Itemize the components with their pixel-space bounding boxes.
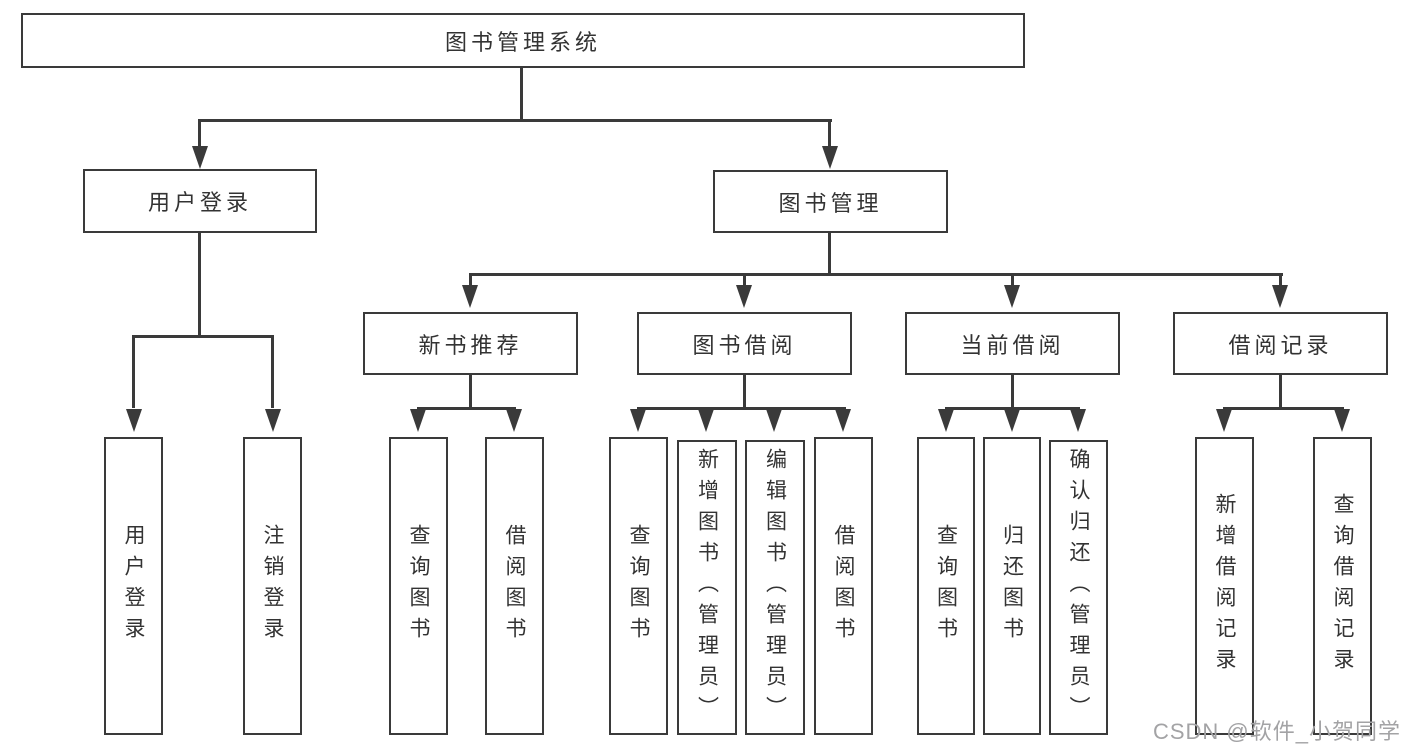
leaf-borrow-query-books-label: 查询图书 <box>627 524 650 648</box>
connector-recommend-down <box>469 375 472 407</box>
connector-stub-leaf-logout <box>271 335 274 408</box>
arrowhead-borrow-query <box>630 409 646 432</box>
arrowhead-recommend-query <box>410 409 426 432</box>
node-user-login-label: 用户登录 <box>147 190 252 215</box>
leaf-user-login: 用户登录 <box>104 437 163 735</box>
connector-level2-bar <box>198 119 832 122</box>
leaf-edit-books-admin-label: 编辑图书（管理员） <box>763 448 787 727</box>
leaf-query-borrow-record-label: 查询借阅记录 <box>1331 493 1354 679</box>
leaf-current-query-books-label: 查询图书 <box>934 524 958 648</box>
arrowhead-records-query <box>1334 409 1350 432</box>
leaf-add-books-admin: 新增图书（管理员） <box>677 440 737 735</box>
arrowhead-current-confirm <box>1070 409 1086 432</box>
leaf-user-login-label: 用户登录 <box>122 524 145 648</box>
arrowhead-current-return <box>1004 409 1020 432</box>
arrowhead-current <box>1004 285 1020 308</box>
arrowhead-leaf-login <box>126 409 142 432</box>
connector-level3-bar <box>469 273 1283 276</box>
node-current-borrow-label: 当前借阅 <box>960 332 1065 358</box>
node-book-management-label: 图书管理 <box>778 190 883 216</box>
arrowhead-borrow-borrow <box>835 409 851 432</box>
arrowhead-book-management <box>822 146 838 169</box>
node-new-book-recommend: 新书推荐 <box>363 312 578 375</box>
connector-stub-user-login <box>198 119 201 148</box>
arrowhead-borrow-edit <box>766 409 782 432</box>
arrowhead-recommend <box>462 285 478 308</box>
connector-user-bar <box>132 335 274 338</box>
connector-records-bar <box>1223 407 1344 410</box>
arrowhead-user-login <box>192 146 208 169</box>
connector-stub-current <box>1011 273 1014 286</box>
leaf-logout: 注销登录 <box>243 437 302 735</box>
leaf-query-borrow-record: 查询借阅记录 <box>1313 437 1372 735</box>
connector-root-down <box>520 68 523 119</box>
csdn-watermark: CSDN @软件_小贺同学 <box>1152 719 1401 744</box>
connector-recommend-bar <box>417 407 516 410</box>
leaf-add-borrow-record-label: 新增借阅记录 <box>1213 493 1236 679</box>
leaf-return-books: 归还图书 <box>983 437 1041 735</box>
connector-current-down <box>1011 375 1014 407</box>
arrowhead-borrow-add <box>698 409 714 432</box>
leaf-recommend-query-books-label: 查询图书 <box>407 524 430 648</box>
leaf-edit-books-admin: 编辑图书（管理员） <box>745 440 805 735</box>
connector-current-bar <box>945 407 1080 410</box>
connector-stub-recommend <box>469 273 472 286</box>
connector-records-down <box>1279 375 1282 407</box>
leaf-add-borrow-record: 新增借阅记录 <box>1195 437 1254 735</box>
leaf-logout-label: 注销登录 <box>261 524 284 648</box>
node-book-borrow: 图书借阅 <box>637 312 852 375</box>
arrowhead-records-add <box>1216 409 1232 432</box>
connector-borrow-down <box>743 375 746 407</box>
leaf-add-books-admin-label: 新增图书（管理员） <box>695 448 719 727</box>
arrowhead-current-query <box>938 409 954 432</box>
node-current-borrow: 当前借阅 <box>905 312 1120 375</box>
arrowhead-records <box>1272 285 1288 308</box>
node-new-book-recommend-label: 新书推荐 <box>418 332 523 358</box>
connector-stub-records <box>1279 273 1282 286</box>
leaf-recommend-query-books: 查询图书 <box>389 437 448 735</box>
connector-stub-book-management <box>828 119 831 148</box>
leaf-borrow-books-label: 借阅图书 <box>832 524 855 648</box>
node-book-borrow-label: 图书借阅 <box>692 332 797 358</box>
leaf-borrow-query-books: 查询图书 <box>609 437 668 735</box>
connector-user-down <box>198 233 201 335</box>
arrowhead-recommend-borrow <box>506 409 522 432</box>
leaf-recommend-borrow-books: 借阅图书 <box>485 437 544 735</box>
connector-mgmt-down <box>828 233 831 273</box>
leaf-return-books-label: 归还图书 <box>1000 524 1024 648</box>
leaf-confirm-return-admin: 确认归还（管理员） <box>1049 440 1108 735</box>
connector-stub-borrow <box>743 273 746 286</box>
node-borrow-records: 借阅记录 <box>1173 312 1388 375</box>
leaf-borrow-books: 借阅图书 <box>814 437 873 735</box>
connector-borrow-bar <box>637 407 846 410</box>
leaf-recommend-borrow-books-label: 借阅图书 <box>503 524 526 648</box>
node-borrow-records-label: 借阅记录 <box>1228 332 1333 358</box>
node-root-label: 图书管理系统 <box>444 29 601 55</box>
arrowhead-borrow <box>736 285 752 308</box>
node-root: 图书管理系统 <box>21 13 1025 68</box>
leaf-current-query-books: 查询图书 <box>917 437 975 735</box>
leaf-confirm-return-admin-label: 确认归还（管理员） <box>1067 448 1090 727</box>
node-book-management: 图书管理 <box>713 170 948 233</box>
arrowhead-leaf-logout <box>265 409 281 432</box>
connector-stub-leaf-login <box>132 335 135 408</box>
node-user-login: 用户登录 <box>83 169 317 233</box>
